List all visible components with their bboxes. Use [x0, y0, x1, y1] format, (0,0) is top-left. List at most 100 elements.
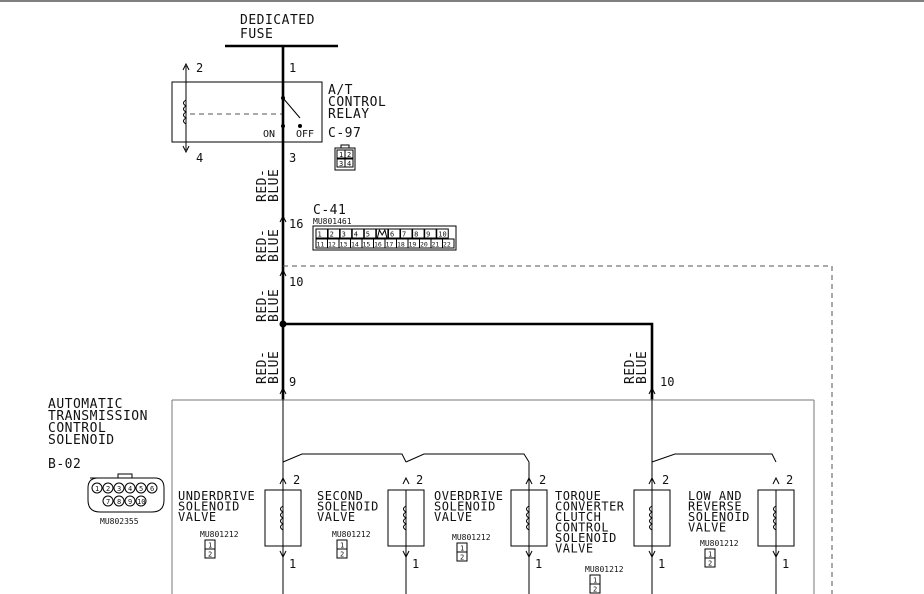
valve-pin-arrow-icon: [525, 550, 533, 559]
c97-cell-2: 2: [347, 151, 351, 159]
valve-pin-arrow-icon: [648, 550, 656, 559]
solenoid-name-line1: AUTOMATIC: [48, 397, 123, 412]
c41-cell-label: 20: [420, 241, 428, 249]
valve-pin-bottom: 1: [782, 557, 789, 571]
valve-connector-icon: [456, 551, 468, 562]
valve-name-line: VALVE: [434, 510, 473, 524]
valve-part-no: MU801212: [200, 530, 239, 539]
valve-connector-cell: 2: [708, 560, 712, 568]
c41-part-no: MU801461: [313, 217, 352, 226]
valve-coil-icon: [526, 505, 530, 531]
valve-connector-cell: 1: [208, 542, 212, 550]
b02-pin-icon: [113, 482, 125, 494]
b02-pin-label: 8: [117, 498, 121, 506]
c41-cell-label: 3: [342, 231, 346, 239]
c41-cell: [315, 228, 328, 239]
svg-text:RED-: RED-: [255, 351, 270, 384]
relay-pin-bottom: 4: [196, 151, 203, 165]
c41-cell: [339, 228, 353, 239]
c41-cell-label: 16: [374, 241, 382, 249]
valve-pin-arrow-icon: [279, 476, 287, 485]
c41-pin: 16: [289, 217, 303, 231]
b02-pin-label: 3: [117, 485, 121, 493]
valve-pin-bottom: 1: [658, 557, 665, 571]
b02-pin-icon: [124, 482, 136, 494]
relay-pin-top: 2: [196, 61, 203, 75]
valve-pin-arrow-icon: [402, 550, 410, 559]
valve-name-line: SOLENOID: [317, 500, 379, 514]
valve-pin-bottom: 1: [412, 557, 419, 571]
c41-key-icon: [376, 228, 388, 239]
relay-name-line3: RELAY: [328, 107, 370, 122]
c41-cell: [363, 228, 377, 239]
svg-text:RED-: RED-: [255, 229, 270, 262]
valve-connector-cell: 2: [208, 551, 212, 559]
valve-connector-cell: 2: [340, 551, 344, 559]
valve-part-no: MU801212: [332, 530, 371, 539]
c41-cell: [400, 228, 413, 239]
valve-pin-arrow-icon: [648, 476, 656, 485]
relay-on-label: ON: [263, 129, 275, 140]
valve-pin-arrow-icon: [772, 476, 780, 485]
valve-name-line: VALVE: [317, 510, 356, 524]
valve-pin-top: 2: [539, 473, 546, 487]
b02-pin-label: 7: [106, 498, 110, 506]
solenoid-name-line4: SOLENOID: [48, 433, 115, 448]
svg-text:BLUE: BLUE: [267, 289, 282, 322]
valve-part-no: MU801212: [585, 565, 624, 574]
valve-name-line: CONVERTER: [555, 500, 625, 514]
valve-name-line: REVERSE: [688, 500, 742, 514]
b02-pin-label: 6: [150, 485, 154, 493]
b02-pin-label: 4: [128, 485, 132, 493]
valve-coil-icon: [280, 505, 284, 531]
valve-name-line: SOLENOID: [688, 510, 750, 524]
c41-cell: [412, 228, 425, 239]
valve-coil-icon: [773, 505, 777, 531]
valve-pin-arrow-icon: [525, 476, 533, 485]
dedicated-fuse: DEDICATED FUSE 1: [225, 13, 338, 112]
relay-switch-blade-icon: [282, 97, 301, 119]
c41-cell-label: 14: [351, 241, 359, 249]
c41-cell-label: 21: [432, 241, 440, 249]
input-pin-9-arrow-icon: [279, 386, 287, 395]
valve-list: UNDERDRIVESOLENOIDVALVE21MU80121212SECON…: [178, 473, 795, 594]
c41-cell-label: 8: [414, 231, 418, 239]
c41-cell: [387, 228, 401, 239]
fuse-label-line1: DEDICATED: [240, 13, 315, 28]
valve-name-line: VALVE: [178, 510, 217, 524]
c41-cell-label: 4: [354, 231, 358, 239]
c41-cell-label: 1: [318, 231, 322, 239]
svg-text:BLUE: BLUE: [267, 169, 282, 202]
valve-name-line: VALVE: [688, 521, 727, 535]
c41-cell-label: 18: [397, 241, 405, 249]
valve-connector-icon: [204, 548, 216, 559]
valve-connector-icon: [704, 557, 716, 568]
valve-name-line: UNDERDRIVE: [178, 489, 255, 503]
c41-cell-label: 12: [328, 241, 336, 249]
valve-name-line: LOW AND: [688, 489, 742, 503]
bus-left-to-second: [282, 453, 407, 463]
b02-part-no: MU802355: [100, 517, 139, 526]
at-control-relay: 2 4 ON OFF A/T CONTROL RELAY 3 C-97 1 2 …: [171, 61, 386, 171]
valve-connector-cell: 1: [708, 551, 712, 559]
valve-name-line: TORQUE: [555, 489, 601, 503]
valve-pin-arrow-icon: [772, 550, 780, 559]
valve-pin-top: 2: [786, 473, 793, 487]
c97-cell-1: 1: [339, 151, 343, 159]
c41-cell-label: 15: [363, 241, 371, 249]
svg-text:RED-: RED-: [255, 289, 270, 322]
c41-cell-label: 13: [340, 241, 348, 249]
c41-cell-label: 7: [402, 231, 406, 239]
svg-text:BLUE: BLUE: [635, 351, 650, 384]
c97-connector-icon: 1 2 3 4: [334, 144, 356, 171]
valve-name-line: VALVE: [555, 542, 594, 556]
relay-coil-arrow-bottom: [182, 145, 190, 154]
b02-pin-icon: [124, 495, 136, 507]
input-pin-10-arrow-icon: [648, 386, 656, 395]
valve-pin-top: 2: [416, 473, 423, 487]
